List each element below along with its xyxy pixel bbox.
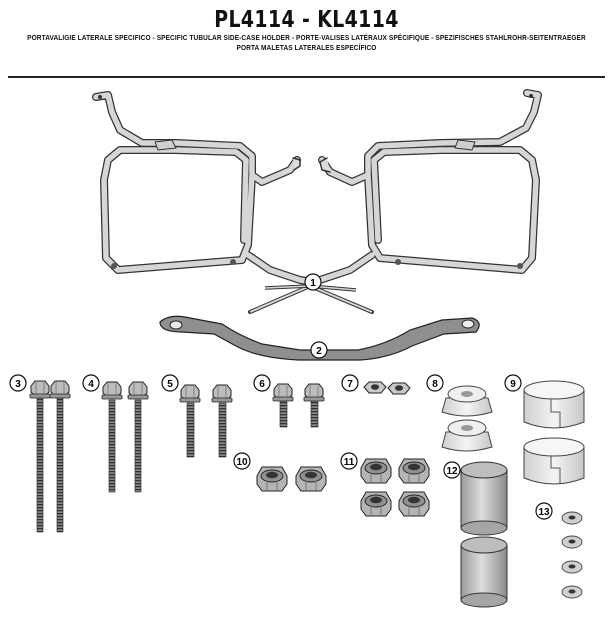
connecting-bar [159, 315, 480, 361]
right-side-case-holder [308, 89, 542, 286]
part-5-bolts [179, 384, 233, 458]
part-9-split-bushings [523, 380, 585, 485]
callout-5: 5 [161, 374, 179, 392]
part-3-long-bolts [29, 380, 71, 533]
subtitle-line-2: PORTA MALETAS LATERALES ESPECÍFICO [236, 43, 377, 52]
part-7-flat-nuts [363, 381, 411, 395]
callout-6: 6 [253, 374, 271, 392]
callout-10: 10 [233, 452, 251, 470]
part-8-rubber-pads [441, 385, 493, 452]
callout-2: 2 [310, 341, 328, 359]
callout-13: 13 [535, 502, 553, 520]
callout-12: 12 [443, 461, 461, 479]
svg-text:7: 7 [347, 379, 353, 390]
callout-9: 9 [504, 374, 522, 392]
svg-text:11: 11 [344, 457, 355, 468]
svg-text:2: 2 [316, 346, 322, 357]
svg-text:13: 13 [538, 507, 550, 518]
part-13-washers [561, 511, 583, 599]
callout-4: 4 [82, 374, 100, 392]
part-11-flange-nuts [360, 458, 430, 517]
subtitle-line-1: PORTAVALIGIE LATERALE SPECIFICO - SPECIF… [27, 34, 586, 42]
svg-text:5: 5 [167, 379, 173, 390]
part-10-flange-nuts [256, 466, 327, 492]
callout-7: 7 [341, 374, 359, 392]
part-12-spacers [460, 461, 508, 608]
page-title: PL4114 - KL4114 [214, 7, 399, 33]
svg-text:6: 6 [259, 379, 265, 390]
part-6-bolts [272, 383, 325, 428]
svg-text:3: 3 [15, 379, 21, 390]
callout-1: 1 [304, 273, 322, 291]
callout-8: 8 [426, 374, 444, 392]
svg-text:1: 1 [310, 278, 316, 289]
callout-11: 11 [340, 452, 358, 470]
svg-text:8: 8 [432, 379, 438, 390]
header-divider [8, 76, 605, 78]
header: PL4114 - KL4114 PORTAVALIGIE LATERALE SP… [0, 6, 613, 53]
left-side-case-holder [92, 91, 316, 286]
svg-text:10: 10 [236, 457, 248, 468]
svg-text:12: 12 [446, 466, 458, 477]
part-4-bolts [101, 381, 149, 493]
svg-text:9: 9 [510, 379, 516, 390]
callout-3: 3 [9, 374, 27, 392]
svg-text:4: 4 [88, 379, 94, 390]
callouts: 1 2 3 4 5 6 7 8 9 10 11 12 13 [9, 273, 553, 520]
